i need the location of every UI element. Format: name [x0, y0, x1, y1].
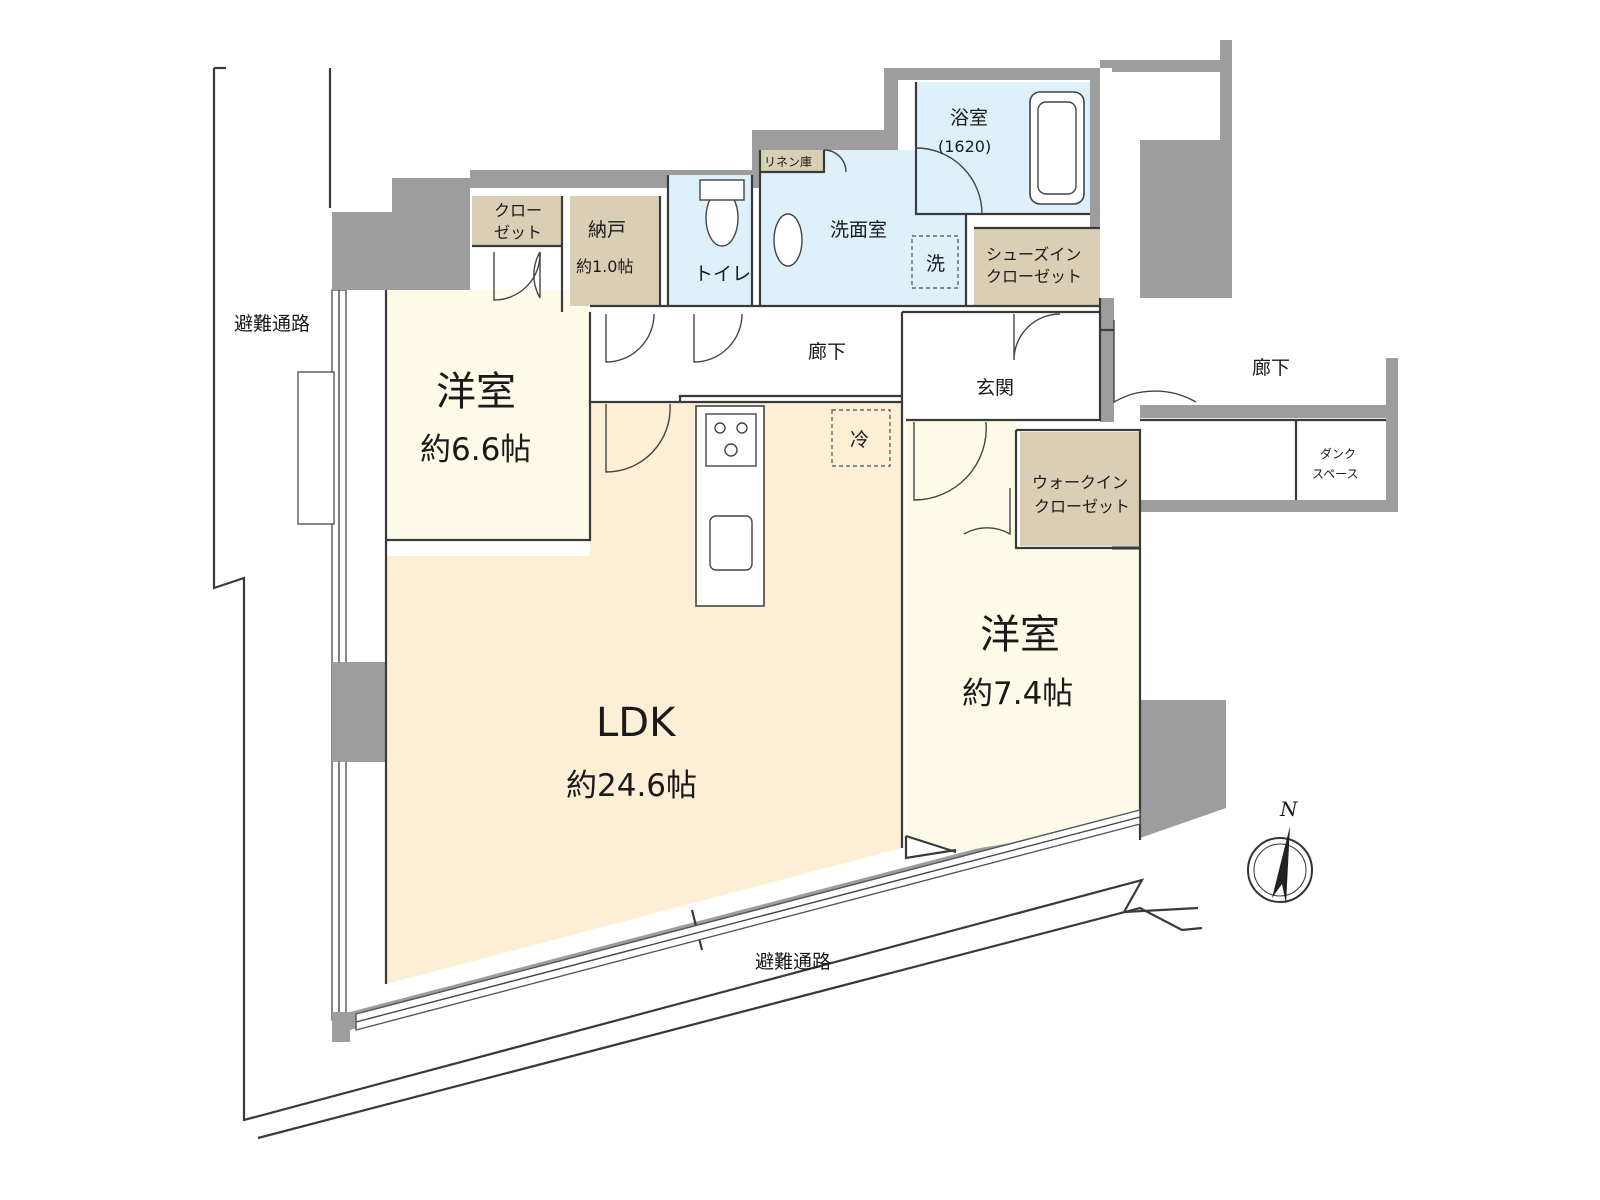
left-window-strip — [297, 289, 347, 1021]
stove-burner — [724, 443, 738, 457]
ldk-floor — [386, 402, 902, 984]
western-room-a-name: 洋室 — [436, 369, 516, 415]
stove-burner — [714, 422, 726, 434]
interior-lines — [384, 82, 1386, 984]
bottom-window-strip — [355, 809, 1141, 1031]
bathroom-name: 浴室 — [950, 107, 988, 129]
stove-burner — [736, 422, 748, 434]
closet-floor — [472, 196, 562, 246]
fridge-space — [831, 409, 891, 467]
closet-label-line2: ゼット — [494, 223, 542, 242]
evac-route-left-label: 避難通路 — [234, 313, 310, 335]
walkin-closet-floor — [1020, 432, 1140, 546]
washer-label: 洗 — [926, 253, 945, 275]
stove — [705, 413, 757, 467]
kitchen-sink — [709, 515, 753, 571]
linen-label: リネン庫 — [764, 155, 812, 169]
washroom-label: 洗面室 — [830, 219, 887, 241]
doors — [493, 147, 1197, 536]
western-room-b-floor — [906, 420, 1140, 852]
shoe-closet-floor — [974, 228, 1100, 306]
western-room-a-area: 約6.6帖 — [420, 432, 531, 468]
walkin-closet-line1: ウォークイン — [1032, 473, 1128, 492]
toilet-tank — [699, 179, 745, 201]
compass-arrow-icon — [1272, 826, 1290, 904]
shoe-closet-line2: クローゼット — [986, 267, 1082, 286]
entrance-label: 玄関 — [976, 377, 1014, 399]
storage-area: 約1.0帖 — [576, 257, 633, 276]
closet-label-line1: クロー — [494, 201, 542, 220]
walkin-closet-line2: クローゼット — [1034, 497, 1130, 516]
ldk-name: LDK — [596, 700, 677, 746]
washbasin — [773, 213, 803, 267]
western-room-a-floor — [386, 290, 590, 540]
evac-route-bottom-label: 避難通路 — [755, 951, 831, 973]
duct-space-line2: スペース — [1312, 467, 1359, 481]
bathtub — [1029, 91, 1085, 205]
ldk-area: 約24.6帖 — [566, 768, 697, 804]
storage-floor — [570, 196, 660, 306]
bathtub-inner — [1037, 101, 1077, 195]
fridge-label: 冷 — [850, 429, 869, 451]
evac-route-outline — [212, 66, 1203, 1140]
storage-name: 納戸 — [588, 219, 626, 241]
compass — [1247, 826, 1313, 904]
shoe-closet-line1: シューズイン — [986, 245, 1081, 264]
western-room-b-name: 洋室 — [980, 612, 1060, 658]
washer-space — [911, 235, 959, 289]
toilet-label: トイレ — [694, 263, 751, 285]
hallway-inner-label: 廊下 — [808, 341, 846, 363]
compass-north-label: N — [1279, 797, 1299, 821]
labels: 避難通路 避難通路 洋室 約6.6帖 LDK 約24.6帖 洋室 約7.4帖 ク… — [234, 107, 1359, 973]
duct-space-line1: ダンク — [1320, 446, 1356, 461]
fixtures — [695, 91, 1085, 607]
bathroom-size: (1620) — [938, 137, 991, 156]
western-room-b-area: 約7.4帖 — [962, 676, 1073, 712]
hallway-outer-label: 廊下 — [1252, 357, 1290, 379]
linen-floor — [760, 150, 824, 172]
